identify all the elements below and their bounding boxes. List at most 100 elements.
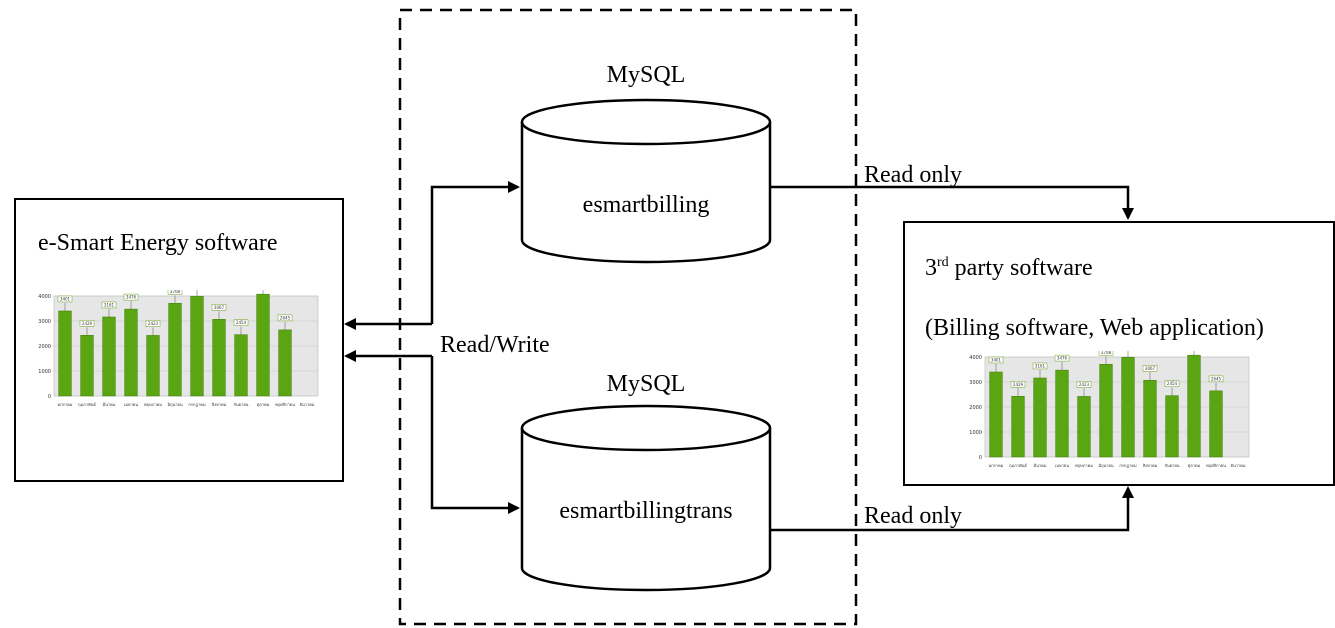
y-tick-label: 0	[979, 455, 982, 461]
bar	[1011, 396, 1025, 458]
data-label-box	[1208, 375, 1224, 383]
third-party-software-subtitle: (Billing software, Web application)	[925, 315, 1264, 341]
data-label: 3161	[1035, 363, 1046, 368]
y-tick-label: 0	[48, 394, 51, 400]
x-tick-label: มิถุนายน	[167, 402, 183, 408]
bar	[1099, 364, 1113, 458]
data-label: 2423	[1079, 382, 1090, 387]
data-label-box	[145, 320, 161, 327]
data-label-box	[1032, 362, 1048, 370]
x-tick-label: มีนาคม	[1033, 463, 1047, 468]
x-tick-label: กันยายน	[234, 402, 249, 407]
data-label: 2645	[280, 315, 291, 320]
data-label: 3708	[1101, 351, 1112, 355]
y-tick-label: 4000	[38, 294, 51, 300]
data-label: 3401	[60, 296, 71, 301]
data-label-box	[1098, 351, 1114, 356]
bar	[190, 296, 204, 397]
x-tick-label: ธันวาคม	[1231, 463, 1246, 468]
data-label-box	[1142, 365, 1158, 372]
data-label-box	[1164, 380, 1180, 387]
data-label-box	[1054, 354, 1070, 362]
database-engine-label: MySQL	[607, 371, 686, 397]
x-tick-label: มีนาคม	[102, 402, 116, 407]
data-label-box	[211, 304, 227, 311]
title-superscript: rd	[937, 255, 949, 270]
bar	[102, 316, 116, 397]
data-label: 3161	[104, 302, 115, 307]
data-label-box	[1010, 381, 1026, 388]
x-tick-label: สิงหาคม	[1142, 463, 1158, 468]
y-tick-label: 2000	[969, 405, 982, 411]
bar	[1143, 380, 1157, 458]
x-tick-label: สิงหาคม	[211, 402, 227, 407]
x-tick-label: พฤศจิกายน	[1206, 463, 1226, 468]
x-tick-label: ตุลาคม	[257, 402, 270, 408]
bar	[989, 371, 1003, 458]
x-tick-label: กุมภาพันธ์	[78, 402, 96, 408]
e-smart-energy-software-title: e-Smart Energy software	[38, 230, 278, 256]
x-tick-label: พฤษภาคม	[144, 402, 162, 407]
database-esmartbilling: MySQL esmartbilling	[520, 62, 772, 264]
y-tick-label: 1000	[969, 430, 982, 436]
bar	[1055, 369, 1069, 458]
data-label: 3476	[1057, 356, 1068, 361]
bar	[234, 334, 248, 397]
data-label-box	[1076, 381, 1092, 388]
bar	[1165, 395, 1179, 458]
x-tick-label: พฤษภาคม	[1075, 463, 1093, 468]
data-label-box	[101, 301, 117, 309]
data-label: 3708	[170, 290, 181, 294]
title-rest: party software	[948, 255, 1093, 281]
bar	[1209, 390, 1223, 458]
data-label: 3067	[1145, 366, 1156, 371]
data-label: 2429	[82, 321, 93, 326]
data-label: 3067	[214, 305, 225, 310]
bar	[278, 329, 292, 397]
data-label: 2429	[1013, 382, 1024, 387]
x-tick-label: กรกฎาคม	[188, 402, 206, 407]
x-tick-label: ตุลาคม	[1188, 463, 1201, 469]
read-only-connector-top	[770, 185, 1134, 220]
data-label-box	[79, 320, 95, 327]
y-tick-label: 1000	[38, 369, 51, 375]
title-number: 3	[925, 255, 937, 281]
x-tick-label: มกราคม	[989, 463, 1004, 468]
data-label: 3476	[126, 295, 137, 300]
y-tick-label: 2000	[38, 344, 51, 350]
read-write-label: Read/Write	[440, 332, 550, 358]
database-engine-label: MySQL	[607, 62, 686, 88]
read-only-label-bottom: Read only	[864, 503, 962, 529]
data-label-box	[233, 319, 249, 326]
read-only-label-top: Read only	[864, 162, 962, 188]
read-only-connector-bottom	[770, 486, 1134, 532]
x-tick-label: มิถุนายน	[1098, 463, 1114, 469]
data-label-box	[57, 295, 73, 303]
bar	[256, 293, 270, 397]
data-label-box	[167, 290, 183, 295]
data-label: 2423	[148, 321, 159, 326]
bar	[1187, 354, 1201, 458]
database-name-label: esmartbillingtrans	[559, 498, 732, 524]
x-tick-label: พฤศจิกายน	[275, 402, 295, 407]
y-tick-label: 4000	[969, 355, 982, 361]
x-tick-label: ธันวาคม	[300, 402, 315, 407]
bar	[1077, 396, 1091, 458]
data-label: 3401	[991, 357, 1002, 362]
bar	[80, 335, 94, 397]
data-label: 2645	[1211, 376, 1222, 381]
bar	[58, 310, 72, 397]
bar	[146, 335, 160, 397]
left-bar-chart: 0 1000 2000 3000 4000 3401 มกราคม 2429 กุมภาพันธ…	[38, 290, 319, 408]
bar	[1033, 377, 1047, 458]
data-label-box	[988, 356, 1004, 364]
data-label-box	[277, 314, 293, 322]
x-tick-label: เมษายน	[1055, 463, 1069, 468]
third-party-software-title: 3rd party software	[925, 255, 1093, 282]
data-label: 2454	[1167, 381, 1178, 386]
database-name-label: esmartbilling	[583, 192, 710, 218]
x-tick-label: กันยายน	[1165, 463, 1180, 468]
x-tick-label: มกราคม	[58, 402, 73, 407]
y-tick-label: 3000	[38, 319, 51, 325]
